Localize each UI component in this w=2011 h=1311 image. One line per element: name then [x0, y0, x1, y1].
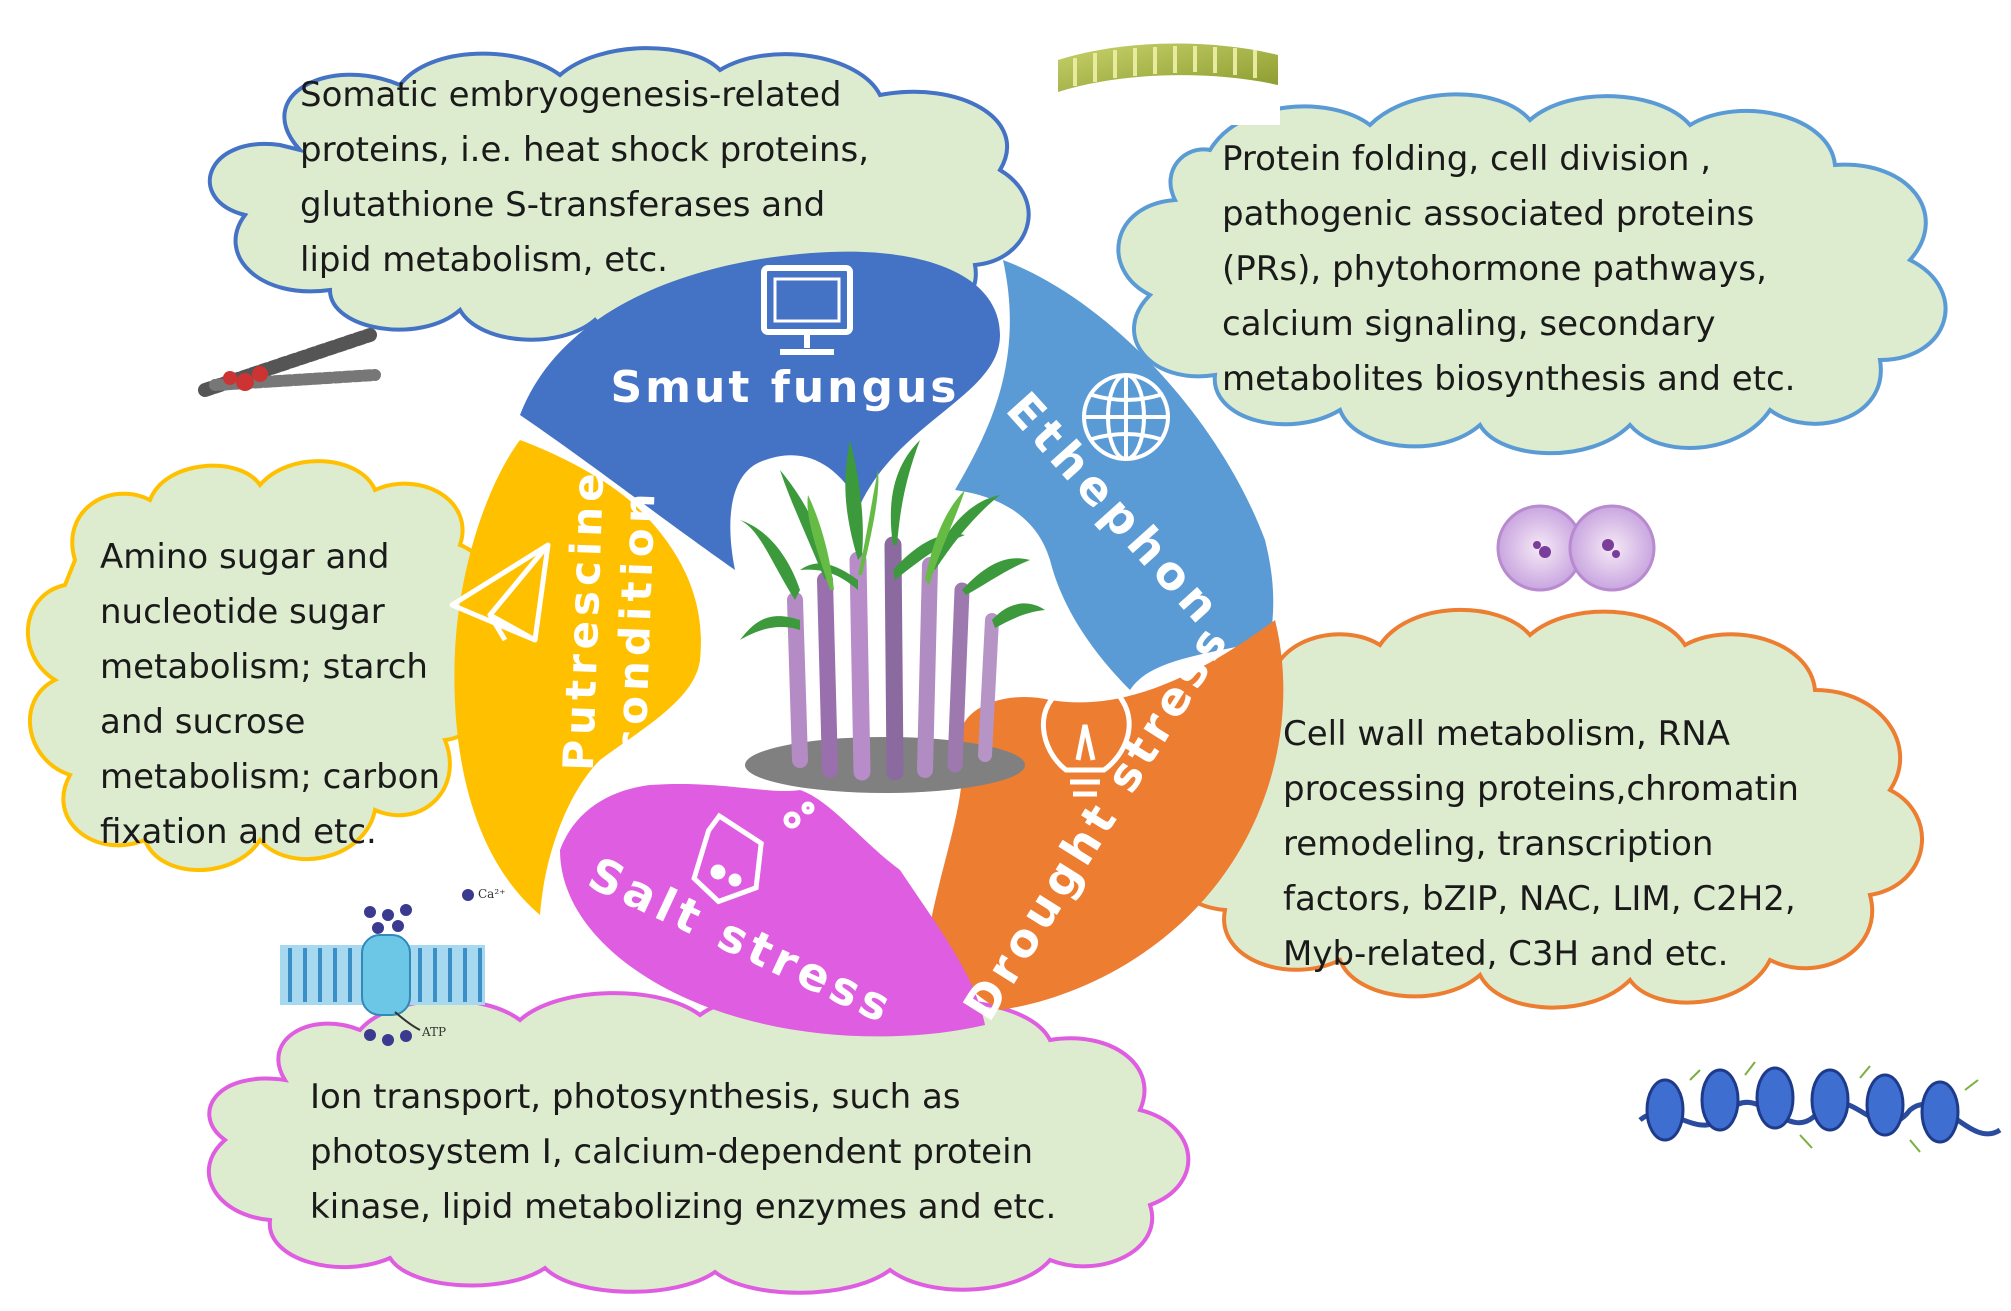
segment-drought-stress	[930, 620, 1284, 1010]
pinwheel	[454, 251, 1284, 1037]
cloud-top-text: Somatic embryogenesis-related proteins, …	[300, 68, 869, 288]
cloud-bottom-text: Ion transport, photosynthesis, such as p…	[310, 1070, 1056, 1235]
cloud-bottom-line: photosystem I, calcium-dependent protein	[310, 1132, 1034, 1172]
membrane-channel-illustration: Ca²⁺ ATP	[280, 887, 505, 1046]
cloud-right-top-line: (PRs), phytohormone pathways,	[1222, 249, 1767, 289]
lipid-molecule-illustration	[198, 328, 381, 397]
cloud-right-top-line: metabolites biosynthesis and etc.	[1222, 359, 1796, 399]
segment-ethephon	[955, 260, 1274, 690]
cloud-left-line: metabolism; carbon	[100, 757, 441, 797]
cloud-right-bottom-text: Cell wall metabolism, RNA processing pro…	[1283, 707, 1799, 982]
dividing-cell-illustration	[1496, 504, 1656, 592]
cloud-top-line: glutathione S-transferases and	[300, 185, 826, 225]
ion-label: Ca²⁺	[478, 887, 505, 901]
cloud-left-line: Amino sugar and	[100, 537, 390, 577]
label-putrescine: Putrescine	[554, 467, 614, 771]
cloud-bottom-line: Ion transport, photosynthesis, such as	[310, 1077, 961, 1117]
cloud-bottom-line: kinase, lipid metabolizing enzymes and e…	[310, 1187, 1057, 1227]
cloud-right-top	[1116, 92, 1948, 456]
cloud-right-bottom-line: Myb-related, C3H and etc.	[1283, 934, 1729, 974]
chromatin-nucleosome-illustration	[1638, 1061, 2002, 1153]
label-condition: condition	[606, 488, 664, 756]
cloud-right-bottom-line: processing proteins,chromatin	[1283, 769, 1799, 809]
segment-smut-fungus	[520, 251, 1000, 570]
cloud-right-top-line: calcium signaling, secondary	[1222, 304, 1716, 344]
globe-icon	[1082, 373, 1170, 461]
cloud-top-line: proteins, i.e. heat shock proteins,	[300, 130, 870, 170]
cloud-left-line: fixation and etc.	[100, 812, 377, 852]
lightbulb-icon	[1040, 679, 1132, 797]
monitor-icon	[761, 265, 853, 355]
label-smut-fungus: Smut fungus	[610, 362, 959, 413]
cloud-right-top-text: Protein folding, cell division , pathoge…	[1222, 132, 1795, 407]
segment-salt-stress	[560, 783, 985, 1037]
cloud-right-bottom-line: Cell wall metabolism, RNA	[1283, 714, 1730, 754]
cloud-top-line: Somatic embryogenesis-related	[300, 75, 842, 115]
cloud-top-line: lipid metabolism, etc.	[300, 240, 668, 280]
cloud-left-line: nucleotide sugar	[100, 592, 385, 632]
cloud-left-line: and sucrose	[100, 702, 306, 742]
cloud-left-line: metabolism; starch	[100, 647, 428, 687]
cloud-right-top-line: pathogenic associated proteins	[1222, 194, 1755, 234]
paper-plane-icon	[449, 542, 551, 643]
cloud-left-text: Amino sugar and nucleotide sugar metabol…	[100, 530, 440, 860]
cloud-right-bottom-line: remodeling, transcription	[1283, 824, 1714, 864]
atp-label: ATP	[421, 1025, 446, 1039]
cloud-left	[25, 459, 494, 872]
cloud-right-top-line: Protein folding, cell division ,	[1222, 139, 1712, 179]
flask-icon	[691, 801, 815, 905]
segment-putrescine-condition	[454, 440, 701, 915]
cloud-right-bottom-line: factors, bZIP, NAC, LIM, C2H2,	[1283, 879, 1796, 919]
sugarcane-plant-illustration	[740, 440, 1045, 793]
cloud-bottom	[206, 990, 1191, 1295]
leaf-cross-section-illustration	[1055, 15, 1280, 125]
